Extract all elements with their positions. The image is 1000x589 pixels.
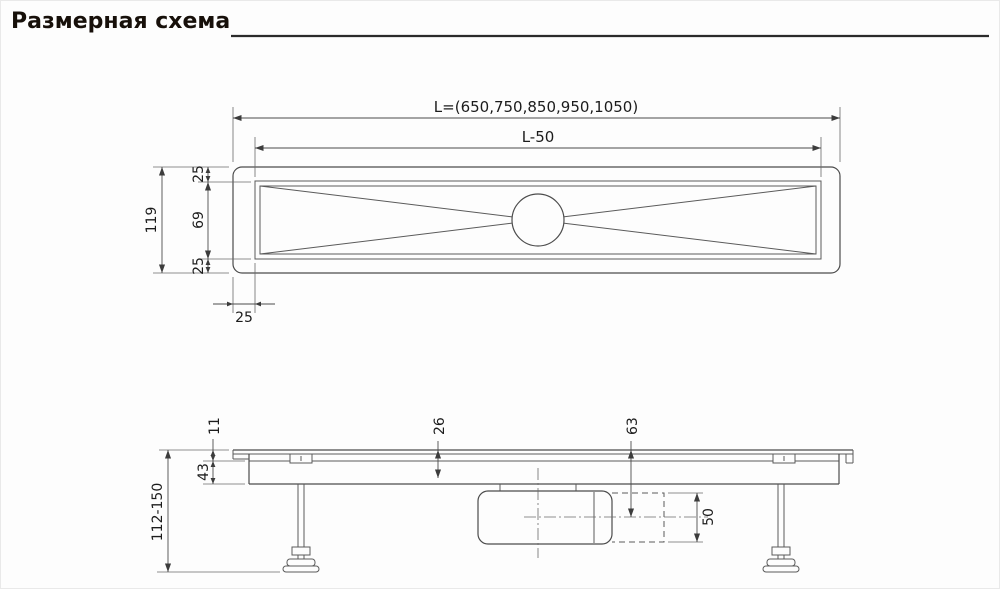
left-leg-foot [286, 558, 316, 567]
dim-outlet-diameter: 50 [701, 508, 717, 526]
trap-body [477, 490, 613, 545]
right-leg-nut [771, 546, 791, 556]
drain-outlet-circle [511, 193, 565, 247]
right-leg-foot [766, 558, 796, 567]
left-leg [282, 484, 320, 573]
dim-grate-width: 69 [191, 211, 207, 229]
dim-grate-length: L-50 [522, 128, 555, 146]
right-leg [762, 484, 800, 573]
page-title: Размерная схема [11, 9, 230, 34]
side-view: 11 43 112-150 26 63 50 [150, 417, 854, 573]
top-view: L=(650,750,850,950,1050) L-50 119 25 69 … [144, 98, 841, 326]
dim-trap-inlet-depth: 26 [432, 417, 448, 435]
grate-frame-outer [254, 180, 822, 260]
dim-install-height-range: 112-150 [150, 483, 166, 542]
dim-edge-bottom: 25 [191, 257, 207, 275]
dim-flange-height: 11 [207, 417, 223, 435]
dim-outlet-axis-depth: 63 [625, 417, 641, 435]
dim-channel-depth: 43 [196, 463, 212, 481]
channel-outer-body [232, 166, 841, 274]
left-leg-nut [291, 546, 311, 556]
dim-end-offset: 25 [235, 310, 253, 326]
outlet-alt-position-dashed [612, 492, 665, 543]
dim-overall-length: L=(650,750,850,950,1050) [434, 98, 638, 116]
siphon-trap [477, 468, 708, 558]
dim-edge-top: 25 [191, 165, 207, 183]
dim-overall-width: 119 [144, 207, 160, 234]
left-leg-base [282, 565, 320, 573]
grate-frame-inner [259, 185, 817, 255]
right-leg-base [762, 565, 800, 573]
